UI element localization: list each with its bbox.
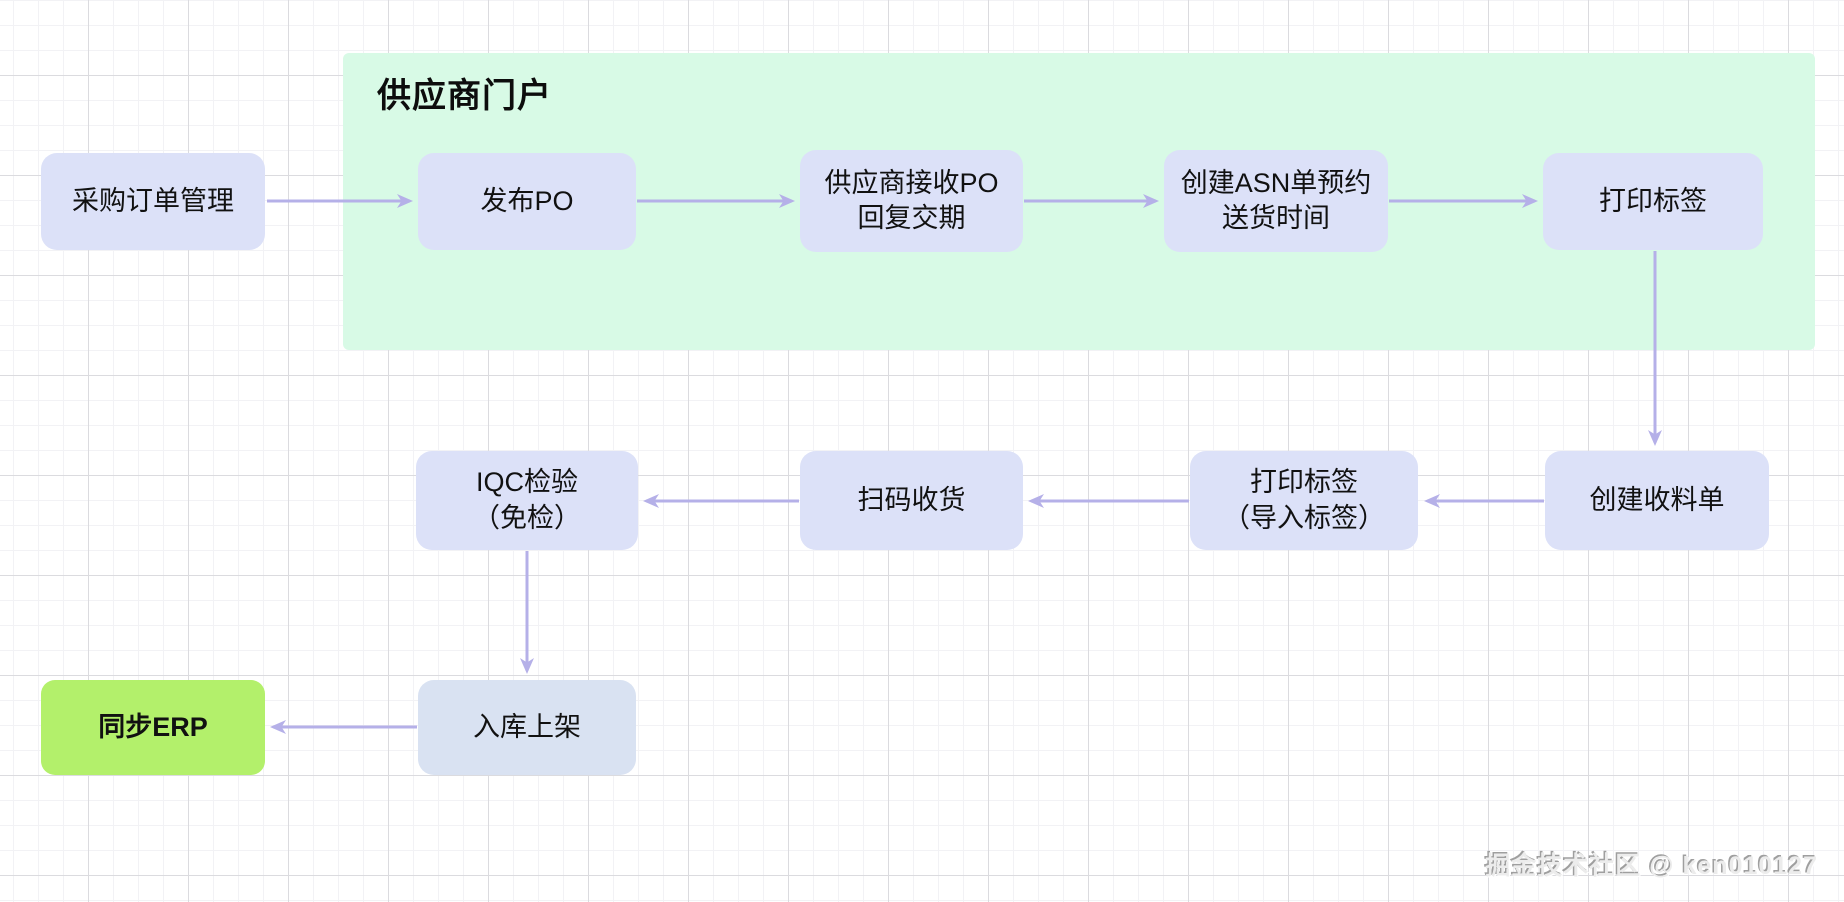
node-putaway[interactable]: 入库上架	[418, 680, 636, 775]
node-create-receipt[interactable]: 创建收料单	[1545, 451, 1769, 550]
node-publish-po[interactable]: 发布PO	[418, 153, 636, 250]
node-sync-erp[interactable]: 同步ERP	[41, 680, 265, 775]
node-iqc-inspection[interactable]: IQC检验 （免检）	[416, 451, 638, 550]
node-scan-receive[interactable]: 扫码收货	[800, 451, 1023, 550]
supplier-portal-title: 供应商门户	[377, 77, 552, 115]
node-po-management[interactable]: 采购订单管理	[41, 153, 265, 250]
node-supplier-receive-po[interactable]: 供应商接收PO 回复交期	[800, 150, 1023, 252]
node-create-asn[interactable]: 创建ASN单预约 送货时间	[1164, 150, 1388, 252]
node-print-label[interactable]: 打印标签	[1543, 153, 1763, 250]
watermark: 掘金技术社区 @ ken010127	[1485, 852, 1818, 880]
node-print-label-import[interactable]: 打印标签 （导入标签）	[1190, 451, 1418, 550]
